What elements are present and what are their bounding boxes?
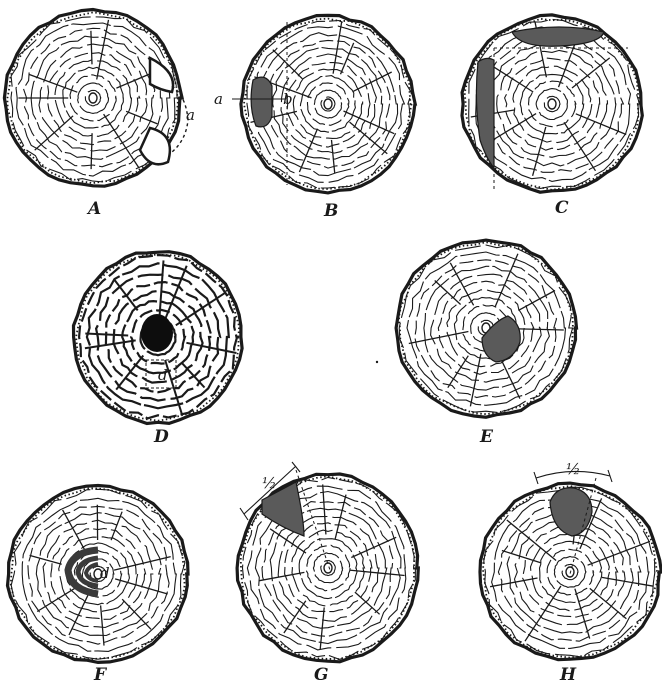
cross-section-f: d F [8, 486, 189, 682]
caption-e: E [479, 427, 494, 447]
marker-b-b: b [283, 90, 293, 108]
caption-c: C [555, 198, 569, 218]
marker-b-a: a [214, 90, 223, 108]
cross-section-a: a A [4, 10, 195, 220]
caption-b: B [323, 201, 338, 221]
caption-h: H [559, 665, 577, 682]
marker-a-a: a [186, 106, 195, 124]
cross-section-c: C [462, 15, 643, 218]
stray-dot [376, 361, 378, 363]
caption-g: G [314, 665, 329, 682]
caption-d: D [153, 427, 169, 447]
log-f-rings [8, 486, 189, 663]
marker-h-half: ½ [566, 460, 581, 478]
cross-section-e: E [396, 240, 577, 447]
log-b-pocket [251, 77, 272, 127]
log-d-heart-rot [141, 314, 173, 352]
marker-f-d: d [100, 564, 110, 582]
log-e-rings [396, 240, 577, 417]
caption-f: F [93, 665, 108, 682]
cross-section-g: ½ G [237, 462, 418, 682]
cross-section-b: a b B [214, 15, 415, 221]
cross-section-d: d D [73, 251, 242, 447]
cross-section-h: ½ H [479, 460, 661, 682]
marker-g-half: ½ [262, 474, 277, 492]
marker-d-d: d [158, 366, 168, 384]
caption-a: A [86, 199, 101, 219]
